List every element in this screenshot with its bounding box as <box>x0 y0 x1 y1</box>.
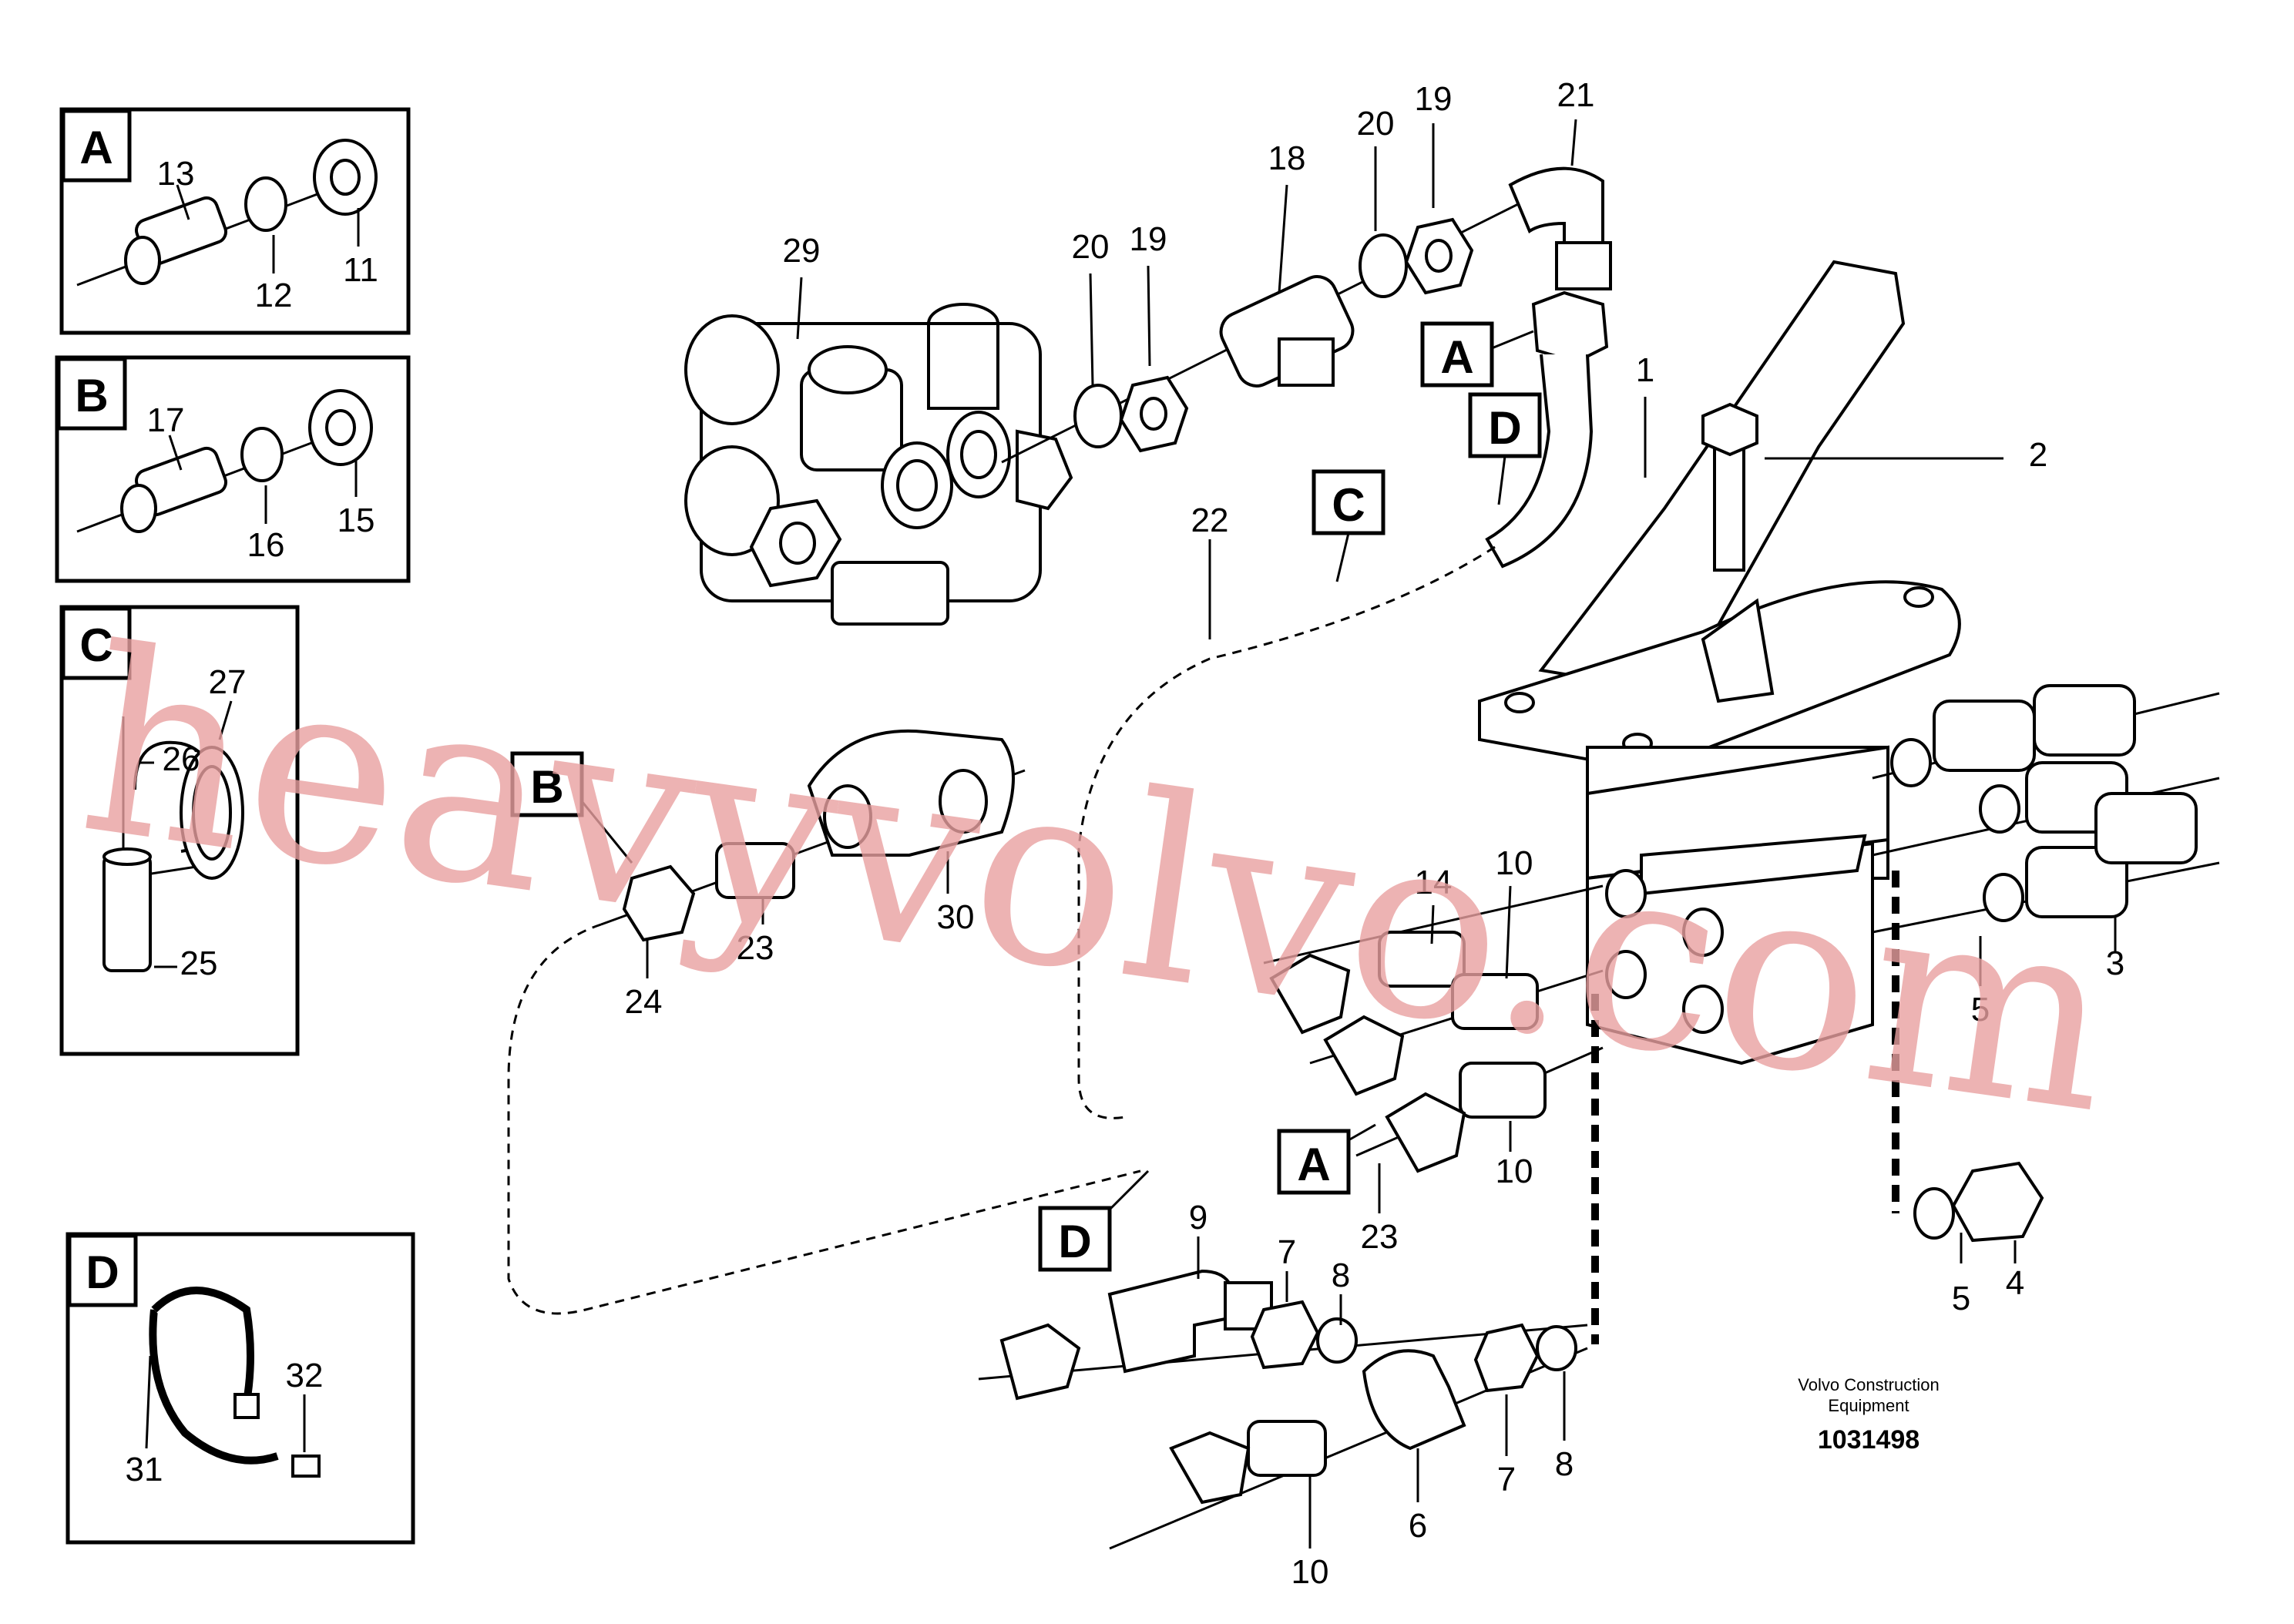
part-19-right: 19 <box>1415 80 1453 118</box>
middle-fittings: 14 10 10 23 A <box>1263 844 1604 1256</box>
inset-b-part-16: 16 <box>247 526 285 564</box>
drawing-number: 1031498 <box>1818 1425 1920 1455</box>
callout-c: C <box>1332 479 1365 531</box>
part-4: 4 <box>2006 1264 2024 1302</box>
callout-a-upper: A <box>1440 331 1473 383</box>
part-18: 18 <box>1268 139 1306 177</box>
part-8-lower: 8 <box>1555 1445 1574 1483</box>
part-7-lower: 7 <box>1497 1461 1516 1498</box>
part-9: 9 <box>1189 1199 1207 1236</box>
part-28: 23 <box>1361 1218 1399 1256</box>
inset-b-letter: B <box>75 370 108 421</box>
hose-assembly: A D <box>1420 290 1609 569</box>
part-8-upper: 8 <box>1332 1257 1350 1294</box>
callout-a-lower: A <box>1297 1139 1330 1190</box>
callout-b: B <box>530 761 563 813</box>
inset-b-part-17: 17 <box>147 401 185 439</box>
inset-box-b: B 17 16 15 <box>55 355 411 583</box>
inset-a-part-12: 12 <box>255 277 293 314</box>
part-5-upper: 5 <box>1971 991 1990 1028</box>
part-5-lower: 5 <box>1952 1280 1970 1317</box>
part-10-lower: 10 <box>1291 1553 1329 1591</box>
part-22: 22 <box>1191 502 1229 539</box>
upper-fitting-chain: 20 19 18 20 19 21 <box>1001 76 1612 464</box>
part-2: 2 <box>2029 436 2047 474</box>
part-7-upper: 7 <box>1278 1233 1296 1271</box>
inset-box-a: A 13 12 11 <box>59 107 411 335</box>
callout-d-lower: D <box>1058 1216 1091 1267</box>
part-24: 24 <box>625 983 663 1021</box>
part-23: 23 <box>737 929 774 967</box>
part-10-upper: 10 <box>1496 844 1533 882</box>
inset-c-part-25: 25 <box>180 945 218 982</box>
part-21: 21 <box>1557 76 1595 114</box>
part-19-left: 19 <box>1130 220 1167 258</box>
inset-c-part-26: 26 <box>163 740 200 778</box>
inset-a-part-11: 11 <box>343 251 378 289</box>
manifold-block <box>1586 834 1874 1065</box>
part-3: 3 <box>2106 945 2124 982</box>
inset-box-c: C 26 27 25 <box>59 605 300 1056</box>
lower-fittings: 9 7 8 6 7 8 10 D <box>978 1169 1588 1591</box>
b-cluster: B 24 23 30 <box>510 729 1026 1021</box>
inset-a-part-13: 13 <box>157 155 195 193</box>
right-fittings: 3 5 5 4 <box>1872 684 2220 1317</box>
hose-22-routing: C 22 <box>507 469 1496 1315</box>
part-1: 1 <box>1636 351 1654 389</box>
inset-b-part-15: 15 <box>338 502 375 539</box>
part-14: 14 <box>1415 864 1453 901</box>
inset-d-part-31: 31 <box>126 1451 163 1488</box>
part-10-middle: 10 <box>1496 1153 1533 1190</box>
part-30: 30 <box>937 898 975 936</box>
part-29: 29 <box>783 232 821 270</box>
valve-29: 29 <box>684 232 1073 626</box>
inset-c-letter: C <box>79 619 113 671</box>
inset-c-part-27: 27 <box>209 663 247 701</box>
part-20-left: 20 <box>1072 228 1110 266</box>
inset-d-part-32: 32 <box>286 1357 324 1394</box>
brand-line-2: Equipment <box>1828 1396 1909 1415</box>
inset-d-letter: D <box>86 1247 119 1298</box>
callout-d-upper: D <box>1488 402 1521 454</box>
inset-a-letter: A <box>79 122 113 173</box>
brand-line-1: Volvo Construction <box>1798 1375 1939 1394</box>
inset-box-d: D 31 32 <box>65 1232 415 1545</box>
part-20-right: 20 <box>1357 105 1395 143</box>
part-6: 6 <box>1409 1507 1427 1545</box>
